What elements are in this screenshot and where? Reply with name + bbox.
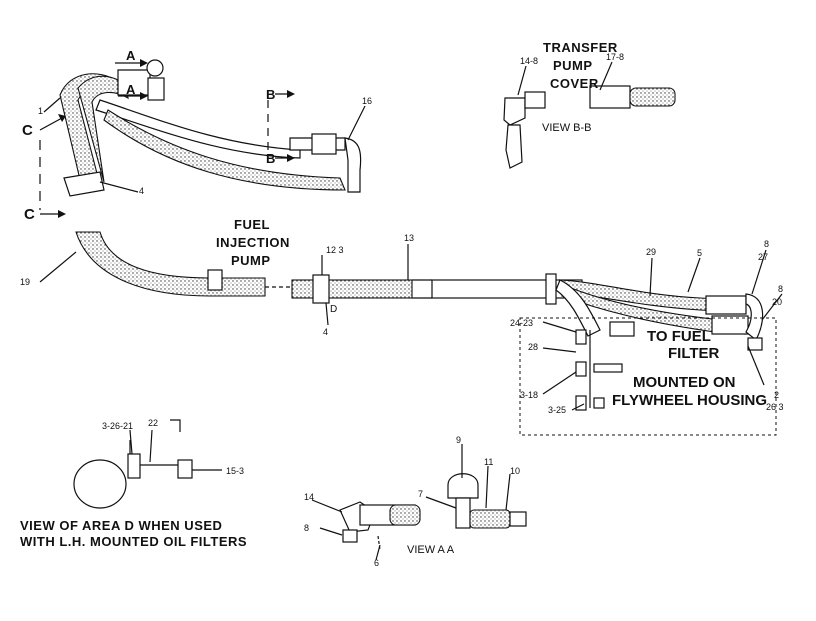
- callout-22: 22: [148, 418, 158, 428]
- callout-14: 14: [304, 492, 314, 502]
- area-d-mark: D: [330, 304, 337, 315]
- flywheel-housing-label: FLYWHEEL HOUSING: [612, 392, 767, 409]
- callout-12-3: 12 3: [326, 245, 344, 255]
- leaders-upper-left: [43, 97, 366, 193]
- section-a-bottom: A: [126, 82, 136, 97]
- callout-11: 11: [484, 457, 493, 467]
- view-bb-label: VIEW B-B: [542, 122, 592, 134]
- callout-29: 29: [646, 247, 656, 257]
- cover-label: COVER: [550, 76, 599, 91]
- callout-15-3: 15-3: [226, 466, 244, 476]
- callout-14-8: 14-8: [520, 56, 538, 66]
- section-c-bottom: C: [24, 206, 35, 223]
- callout-27: 27: [758, 252, 768, 262]
- injection-pump-line: [39, 231, 583, 326]
- callout-8b: 8: [778, 284, 783, 294]
- callout-16: 16: [362, 96, 372, 106]
- view-aa-drawing: [311, 444, 527, 561]
- callout-13: 13: [404, 233, 414, 243]
- area-d-caption-1: VIEW OF AREA D WHEN USED: [20, 518, 222, 533]
- callout-2: 2: [774, 390, 779, 400]
- callout-10: 10: [510, 466, 520, 476]
- view-aa-label: VIEW A A: [407, 544, 455, 556]
- callout-17-8: 17-8: [606, 52, 624, 62]
- callout-6: 6: [374, 558, 379, 568]
- fuel-label: FUEL: [234, 217, 270, 232]
- callout-3-25: 3-25: [548, 405, 566, 415]
- callout-19: 19: [20, 277, 30, 287]
- callout-7: 7: [418, 489, 423, 499]
- callout-3-26-21: 3-26-21: [102, 421, 133, 431]
- pump-label: PUMP: [553, 58, 593, 73]
- mounted-on-label: MOUNTED ON: [633, 374, 736, 391]
- area-d-drawing: [73, 419, 222, 509]
- transfer-label: TRANSFER: [543, 40, 618, 55]
- callout-9: 9: [456, 435, 461, 445]
- callout-8a: 8: [764, 239, 769, 249]
- callout-28: 28: [528, 342, 538, 352]
- upper-hose-assembly: [59, 59, 362, 197]
- filter-assembly: [519, 249, 783, 436]
- callout-24-23: 24-23: [510, 318, 533, 328]
- section-b-bottom: B: [266, 151, 276, 166]
- section-marks-abc: [39, 59, 295, 218]
- callout-26-3: 26 3: [766, 402, 784, 412]
- callout-4a: 4: [139, 186, 144, 196]
- callout-4b: 4: [323, 327, 328, 337]
- view-bb-drawing: [503, 61, 676, 169]
- section-b-top: B: [266, 87, 276, 102]
- to-fuel-label: TO FUEL: [647, 328, 711, 345]
- section-a-top: A: [126, 48, 136, 63]
- callout-3-18: 3-18: [520, 390, 538, 400]
- callout-20: 20: [772, 297, 782, 307]
- callout-1: 1: [38, 106, 43, 116]
- injection-label: INJECTION: [216, 235, 290, 250]
- filter-label: FILTER: [668, 345, 720, 362]
- area-d-caption-2: WITH L.H. MOUNTED OIL FILTERS: [20, 534, 247, 549]
- callout-5: 5: [697, 248, 702, 258]
- injection-pump-label: PUMP: [231, 253, 271, 268]
- section-c-top: C: [22, 122, 33, 139]
- callout-8c: 8: [304, 523, 309, 533]
